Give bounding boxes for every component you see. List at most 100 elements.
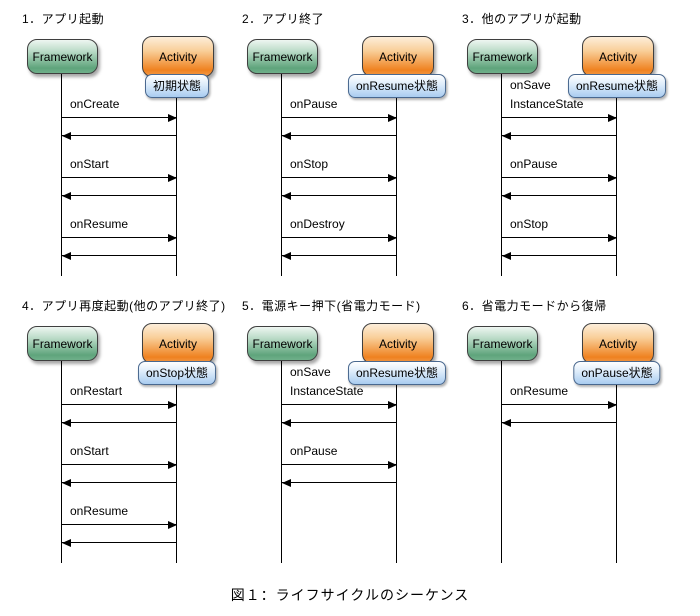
message-label: onStop <box>290 157 329 171</box>
message-label: onStart <box>70 444 109 458</box>
arrowhead-left-icon <box>282 478 291 487</box>
panel-title: 5．電源キー押下(省電力モード) <box>242 299 421 313</box>
return-arrow <box>502 251 617 260</box>
arrowhead-left-icon <box>62 418 71 427</box>
message-label: onStop <box>510 217 549 231</box>
return-arrow <box>502 418 617 427</box>
message-label: onStart <box>70 157 109 171</box>
return-arrow <box>282 251 397 260</box>
arrowhead-left-icon <box>62 538 71 547</box>
return-arrow <box>62 191 177 200</box>
arrowhead-left-icon <box>282 191 291 200</box>
call-arrow <box>62 233 177 242</box>
message-label: onDestroy <box>290 217 345 231</box>
return-arrow <box>282 478 397 487</box>
return-arrow <box>282 418 397 427</box>
return-arrow <box>502 131 617 140</box>
call-arrow <box>62 520 177 529</box>
sequence-panel: 4．アプリ再度起動(他のアプリ終了) Framework Activity on… <box>0 287 225 574</box>
message-label: onCreate <box>70 97 120 111</box>
return-arrow <box>282 191 397 200</box>
call-arrow <box>62 460 177 469</box>
sequence-panel: 2．アプリ終了 Framework Activity onResume状態 on… <box>220 0 447 287</box>
panel-title: 1．アプリ起動 <box>22 12 105 26</box>
call-arrow <box>62 400 177 409</box>
arrowhead-right-icon <box>388 400 397 409</box>
arrowhead-left-icon <box>502 251 511 260</box>
return-arrow <box>502 191 617 200</box>
state-badge: onResume状態 <box>347 74 447 98</box>
arrowhead-right-icon <box>168 173 177 182</box>
activity-actor-box: Activity <box>142 36 214 77</box>
arrowhead-left-icon <box>62 478 71 487</box>
framework-actor-box: Framework <box>247 39 318 74</box>
panel-title: 4．アプリ再度起動(他のアプリ終了) <box>22 299 226 313</box>
call-arrow <box>282 400 397 409</box>
activity-actor-box: Activity <box>582 36 654 77</box>
panel-title: 6．省電力モードから復帰 <box>462 299 607 313</box>
sequence-panel: 3．他のアプリが起動 Framework Activity onResume状態… <box>440 0 667 287</box>
panel-title: 2．アプリ終了 <box>242 12 325 26</box>
arrowhead-right-icon <box>608 400 617 409</box>
message-label: onPause <box>510 157 558 171</box>
activity-lifeline <box>616 361 617 563</box>
arrowhead-right-icon <box>168 113 177 122</box>
activity-actor-box: Activity <box>142 323 214 364</box>
sequence-panel: 5．電源キー押下(省電力モード) Framework Activity onRe… <box>220 287 447 574</box>
arrowhead-right-icon <box>168 233 177 242</box>
arrowhead-left-icon <box>282 418 291 427</box>
return-arrow <box>62 478 177 487</box>
state-badge: onResume状態 <box>347 361 447 385</box>
arrowhead-right-icon <box>388 233 397 242</box>
call-arrow <box>502 233 617 242</box>
call-arrow <box>282 173 397 182</box>
figure-caption: 図１：ライフサイクルのシーケンス <box>230 587 470 603</box>
call-arrow <box>282 233 397 242</box>
arrowhead-left-icon <box>502 191 511 200</box>
arrowhead-left-icon <box>62 191 71 200</box>
framework-actor-box: Framework <box>27 326 98 361</box>
framework-lifeline <box>61 72 62 276</box>
call-arrow <box>282 113 397 122</box>
framework-lifeline <box>281 72 282 276</box>
framework-lifeline <box>281 359 282 563</box>
arrowhead-left-icon <box>282 131 291 140</box>
message-label: onSave InstanceState <box>290 365 364 398</box>
call-arrow <box>62 173 177 182</box>
call-arrow <box>282 460 397 469</box>
arrowhead-right-icon <box>608 173 617 182</box>
state-badge: onStop状態 <box>137 361 217 385</box>
message-label: onResume <box>70 217 129 231</box>
activity-actor-box: Activity <box>362 36 434 77</box>
framework-actor-box: Framework <box>27 39 98 74</box>
activity-actor-box: Activity <box>362 323 434 364</box>
return-arrow <box>282 131 397 140</box>
arrowhead-right-icon <box>388 173 397 182</box>
sequence-panel: 1．アプリ起動 Framework Activity 初期状態 onCreate… <box>0 0 220 287</box>
framework-actor-box: Framework <box>467 326 538 361</box>
arrowhead-left-icon <box>502 418 511 427</box>
panel-title: 3．他のアプリが起動 <box>462 12 582 26</box>
call-arrow <box>502 113 617 122</box>
state-badge: onResume状態 <box>567 74 667 98</box>
return-arrow <box>62 131 177 140</box>
framework-actor-box: Framework <box>467 39 538 74</box>
message-label: onSave InstanceState <box>510 78 584 111</box>
arrowhead-right-icon <box>388 460 397 469</box>
activity-actor-box: Activity <box>582 323 654 364</box>
arrowhead-right-icon <box>608 233 617 242</box>
arrowhead-left-icon <box>62 131 71 140</box>
framework-actor-box: Framework <box>247 326 318 361</box>
arrowhead-right-icon <box>168 400 177 409</box>
arrowhead-left-icon <box>62 251 71 260</box>
message-label: onPause <box>290 444 338 458</box>
call-arrow <box>502 173 617 182</box>
return-arrow <box>62 251 177 260</box>
message-label: onRestart <box>70 384 123 398</box>
state-badge: 初期状態 <box>144 74 210 98</box>
message-label: onResume <box>70 504 129 518</box>
arrowhead-left-icon <box>282 251 291 260</box>
framework-lifeline <box>501 72 502 276</box>
return-arrow <box>62 538 177 547</box>
